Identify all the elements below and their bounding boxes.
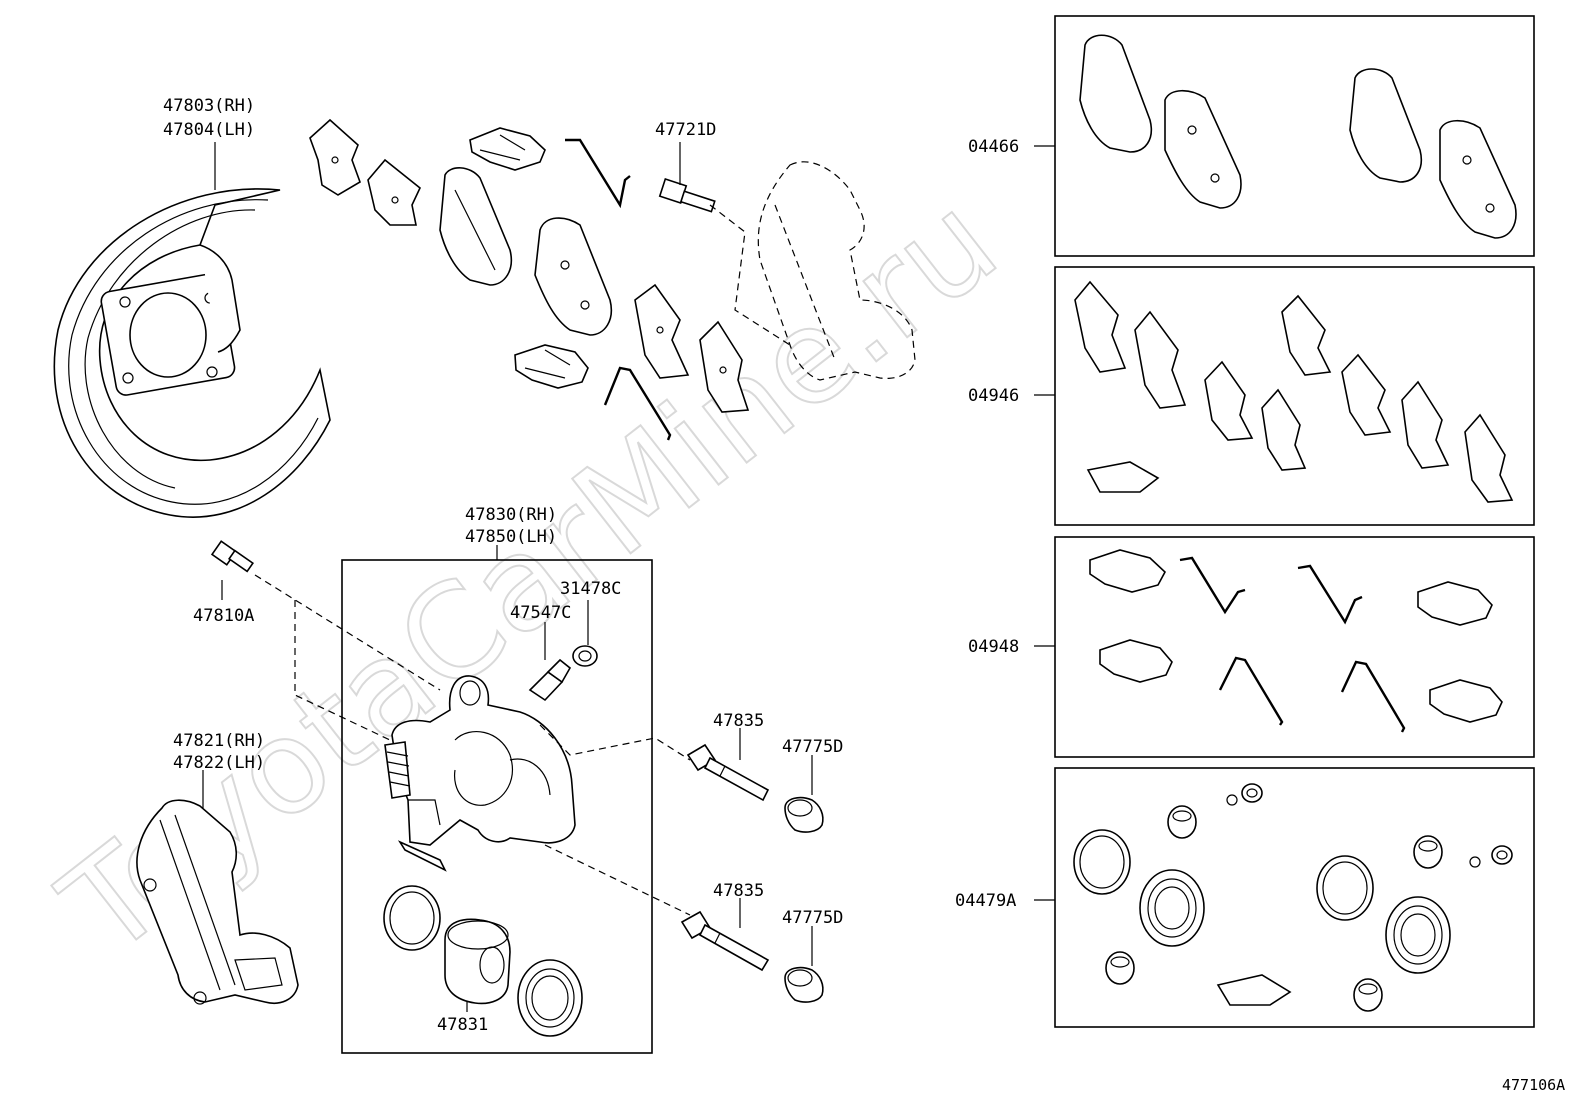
bleeder-plug-screw[interactable] <box>528 658 572 702</box>
caliper-piston[interactable] <box>444 918 511 1005</box>
label-piston: 47831 <box>437 1015 488 1035</box>
label-bolt: 47721D <box>655 120 716 140</box>
anti-squeal-shim-c[interactable] <box>634 283 690 379</box>
kit3-clips-springs <box>1089 549 1503 733</box>
brake-pad-outer[interactable] <box>439 167 512 286</box>
label-kit-04479A: 04479A <box>955 891 1016 911</box>
piston-seal[interactable] <box>383 885 441 951</box>
slide-pin-lower[interactable] <box>680 910 770 972</box>
diagram-id: 477106A <box>1502 1076 1565 1094</box>
label-mount-lh: 47822(LH) <box>173 753 265 773</box>
caliper-mounting-ghost <box>757 161 916 381</box>
slide-pin-upper[interactable] <box>686 743 770 802</box>
caliper-body[interactable] <box>384 675 576 872</box>
label-caliper-rh: 47830(RH) <box>465 505 557 525</box>
anti-rattle-spring-b[interactable] <box>603 366 672 441</box>
kit-box-pad-kit[interactable] <box>1054 15 1535 257</box>
kit-box-cylinder-kit[interactable] <box>1054 767 1535 1028</box>
label-cap: 31478C <box>560 579 621 599</box>
kit4-seals-boots <box>1073 783 1513 1012</box>
caliper-mounting-bolt[interactable] <box>658 178 716 213</box>
pin-boot-upper[interactable] <box>784 796 824 833</box>
label-caliper-lh: 47850(LH) <box>465 527 557 547</box>
caliper-mounting[interactable] <box>136 799 299 1005</box>
anti-squeal-shim-a[interactable] <box>309 118 361 196</box>
label-kit-04466: 04466 <box>968 137 1019 157</box>
bleeder-cap[interactable] <box>572 645 598 667</box>
label-shield-rh: 47803(RH) <box>163 96 255 116</box>
cylinder-boot[interactable] <box>517 959 583 1037</box>
dust-cover-shield[interactable] <box>53 188 331 518</box>
bleeder-plug[interactable] <box>210 540 254 573</box>
label-pin-bottom: 47835 <box>713 881 764 901</box>
anti-squeal-shim-d[interactable] <box>699 320 750 413</box>
label-kit-04946: 04946 <box>968 386 1019 406</box>
label-bleeder: 47547C <box>510 603 571 623</box>
label-mount-rh: 47821(RH) <box>173 731 265 751</box>
anti-squeal-shim-b[interactable] <box>367 158 421 226</box>
pin-boot-lower[interactable] <box>784 966 824 1003</box>
kit-box-fitting-kit[interactable] <box>1054 536 1535 758</box>
label-boot-bottom: 47775D <box>782 908 843 928</box>
label-bleeder-plug: 47810A <box>193 606 254 626</box>
kit2-shims <box>1074 280 1514 503</box>
label-kit-04948: 04948 <box>968 637 1019 657</box>
kit1-pads <box>1079 34 1517 239</box>
pad-support-plate-b[interactable] <box>514 344 589 389</box>
pad-support-plate-a[interactable] <box>469 127 546 171</box>
anti-rattle-spring-a[interactable] <box>565 138 631 209</box>
label-pin-top: 47835 <box>713 711 764 731</box>
label-boot-top: 47775D <box>782 737 843 757</box>
label-shield-lh: 47804(LH) <box>163 120 255 140</box>
brake-pad-inner[interactable] <box>534 217 612 336</box>
kit-box-shim-kit[interactable] <box>1054 266 1535 526</box>
